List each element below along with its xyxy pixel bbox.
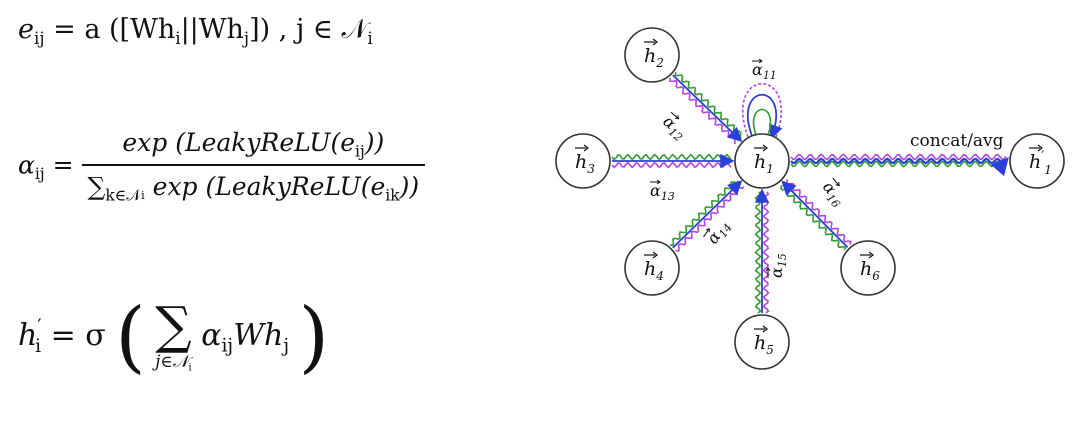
eq2-equals: = [52, 150, 74, 180]
eq3-right-paren: ) [298, 292, 330, 382]
self-loop-head2 [752, 108, 772, 136]
output-edge-head2 [790, 160, 1007, 168]
edge-h5-head3 [762, 191, 770, 314]
edge-h6-head1 [781, 180, 849, 249]
vector-arrowhead [656, 179, 661, 185]
edge-label-text: α13 [650, 181, 675, 203]
edge-h4-head1 [672, 180, 743, 249]
node-label: h5 [754, 332, 774, 357]
edge-label-a16: α16 [817, 177, 850, 210]
edge-label-a12: α12 [658, 111, 691, 145]
vector-arrowhead [868, 251, 874, 259]
eq1-rhs: = a ([Wh [53, 14, 176, 45]
edge-h3-head2 [611, 153, 732, 161]
edge-labels-layer: concat/avg α11 α12 α13 α14 α15 α16 [650, 58, 1004, 278]
node-circle [734, 314, 790, 370]
self-loop-head1 [746, 93, 783, 140]
edge-label-a11: α11 [752, 58, 777, 82]
equation-node-update: h′i = σ ( ∑ j∈𝒩i αijWhj ) [18, 292, 330, 382]
node-circle [840, 240, 896, 296]
eq3-lhs: h [18, 318, 38, 353]
node-label: h6 [860, 258, 880, 283]
node-h2: h2 [624, 27, 680, 83]
node-h6: h6 [840, 240, 896, 296]
eq2-lhs: α [18, 150, 35, 180]
vector-arrowhead [762, 144, 768, 152]
equation-attention-coefficient: eij = a ([Whi||Whj]) , j ∈ 𝒩i [18, 14, 373, 48]
edge-label-text: α12 [658, 112, 691, 145]
node-h5: h5 [734, 314, 790, 370]
node-circle [624, 27, 680, 83]
eq1-rhs-sub-j: j [243, 27, 250, 48]
eq3-sum: ∑ j∈𝒩i [155, 296, 192, 374]
edge-h2-head2 [674, 72, 742, 139]
eq3-left-paren: ( [115, 292, 146, 382]
eq3-equals-sigma: = σ [50, 318, 106, 353]
node-h4: h4 [624, 240, 680, 296]
node-label: h2 [644, 45, 664, 70]
edge-label-a13: α13 [650, 179, 675, 203]
edge-h2-head1 [672, 74, 743, 142]
eq1-tail-sub: i [367, 27, 373, 48]
node-circle [1009, 133, 1065, 189]
node-h1: h1 [734, 133, 790, 189]
edge-label-text: α14 [703, 216, 735, 249]
eq2-denominator: ∑k∈𝒩i exp (LeakyReLU(eik)) [87, 172, 420, 205]
node-circle [734, 133, 790, 189]
node-h1p: h′1 [1009, 133, 1065, 189]
node-circle [555, 133, 611, 189]
eq2-lhs-sub: ij [34, 164, 45, 183]
multi-head-attention-diagram: h1 h2 h3 h4 h5 h6 h′1 concat/avg α11 α12 α13 α14 α1… [555, 27, 1065, 370]
node-label: h3 [575, 151, 595, 176]
vector-arrow [670, 111, 679, 119]
eq1-mid: ||Wh [180, 14, 244, 45]
vector-arrowhead [652, 38, 658, 46]
equation-softmax-normalization: αij = exp (LeakyReLU(eij)) ∑k∈𝒩i exp (Le… [18, 128, 426, 206]
eq3-alpha: α [201, 318, 222, 353]
output-edge-head1 [790, 157, 1009, 177]
edge-label-text: α11 [752, 60, 777, 82]
output-edge-head3 [790, 153, 1007, 161]
edges-layer [611, 72, 1009, 314]
vector-arrowhead [762, 325, 768, 333]
vector-arrowhead [675, 115, 680, 120]
nodes-layer: h1 h2 h3 h4 h5 h6 h′1 [555, 27, 1065, 370]
vector-arrowhead [705, 228, 710, 233]
edge-h4-head2 [669, 180, 739, 247]
edge-label-text: α15 [767, 253, 789, 278]
eq1-rhs-sub-i: i [175, 27, 181, 48]
eq1-tail: ]) , j ∈ 𝒩 [249, 14, 368, 45]
vector-arrowhead [758, 58, 763, 64]
edge-h5-head2 [754, 191, 762, 314]
edge-h6-head3 [785, 179, 852, 245]
node-h3: h3 [555, 133, 611, 189]
edge-label-a14: α14 [703, 216, 735, 249]
edge-h3-head3 [611, 161, 732, 169]
vector-arrow [703, 229, 710, 238]
edge-label-a15: α15 [765, 253, 789, 278]
vector-arrowhead [835, 182, 840, 187]
edge-h2-head3 [669, 77, 737, 145]
node-label: h′1 [1029, 149, 1052, 177]
output-label: concat/avg [910, 131, 1004, 151]
vector-arrowhead [652, 251, 658, 259]
node-label: h1 [754, 151, 774, 176]
node-label: h4 [644, 258, 664, 283]
vector-arrowhead [1037, 144, 1043, 152]
eq1-lhs: e [18, 14, 34, 45]
eq2-numerator: exp (LeakyReLU(eij)) [81, 128, 426, 167]
node-circle [624, 240, 680, 296]
eq2-fraction: exp (LeakyReLU(eij)) ∑k∈𝒩i exp (LeakyReL… [81, 128, 426, 206]
vector-arrowhead [583, 144, 589, 152]
eq1-lhs-sub: ij [33, 27, 45, 48]
vector-arrow [832, 177, 839, 186]
vector-arrowhead [765, 267, 771, 272]
edge-label-text: α16 [817, 177, 850, 210]
